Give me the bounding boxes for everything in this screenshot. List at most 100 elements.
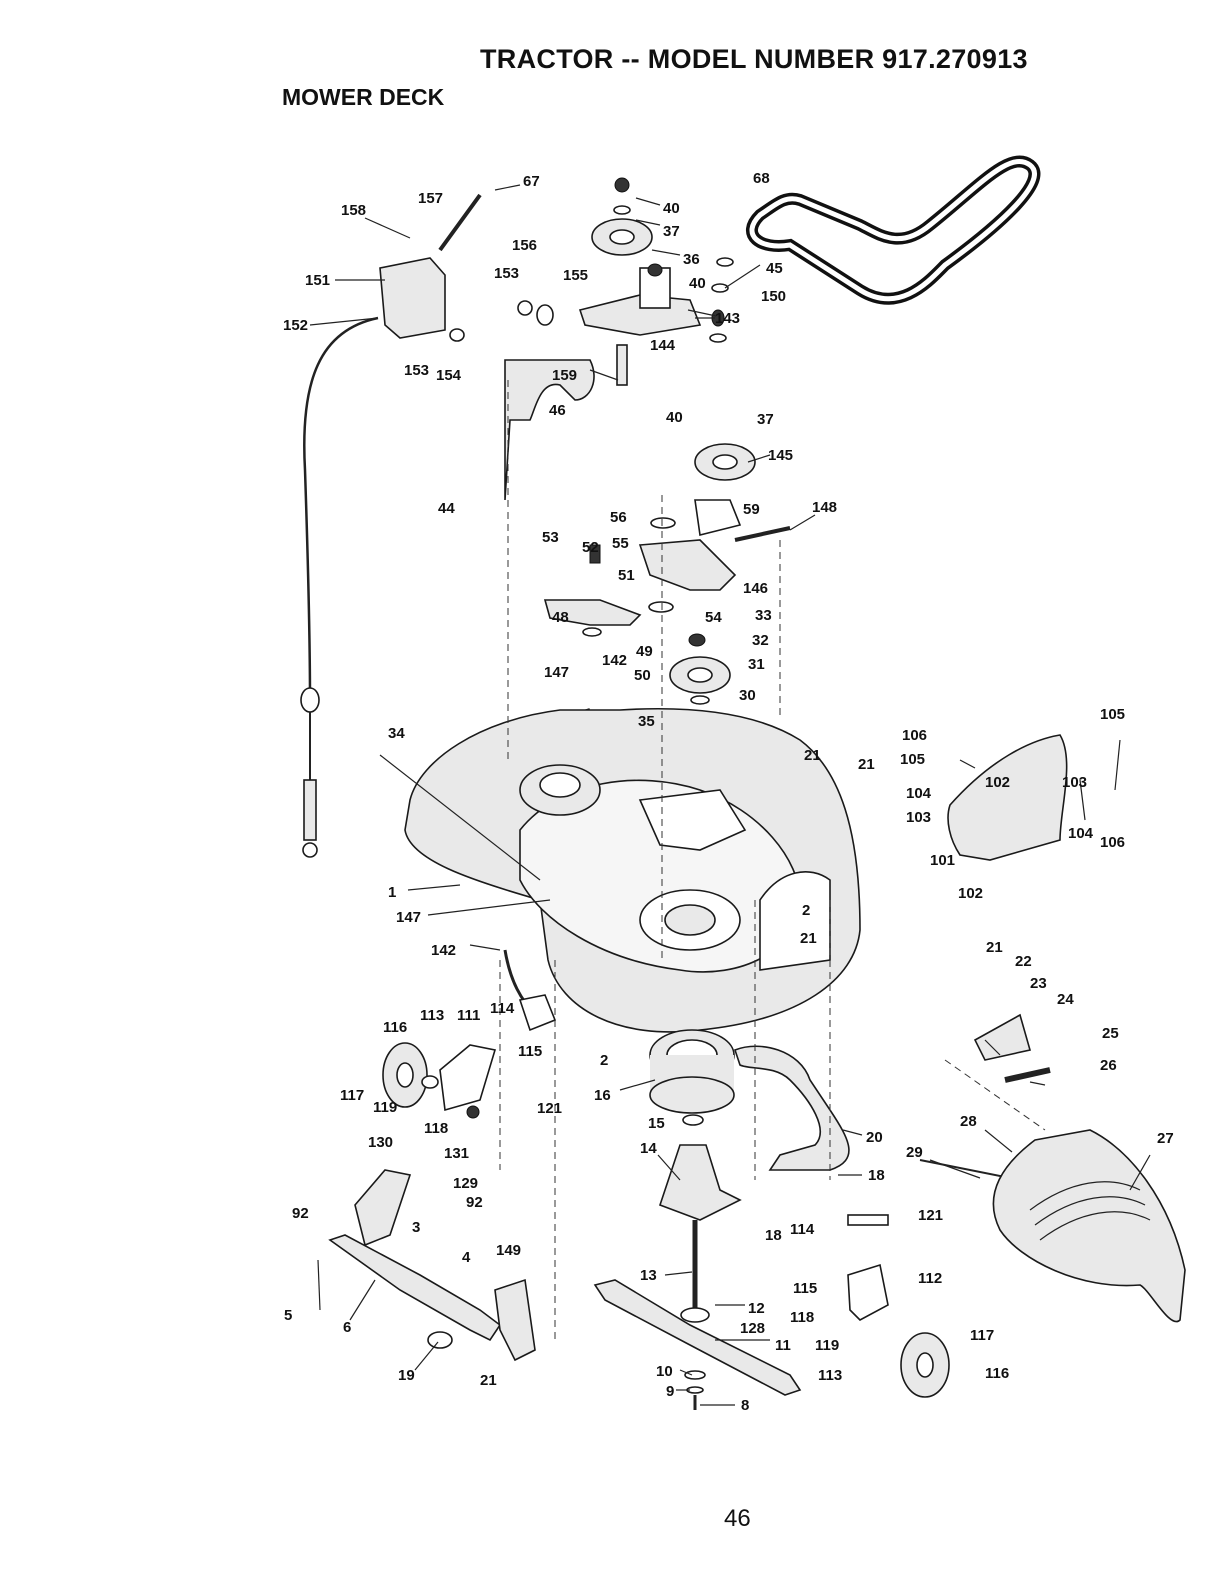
callout: 121 [537, 1100, 562, 1117]
callout: 118 [424, 1120, 448, 1137]
callout: 21 [986, 939, 1003, 956]
callout: 40 [689, 275, 706, 292]
callout: 147 [544, 664, 569, 681]
callout: 106 [1100, 834, 1125, 851]
callout: 12 [748, 1300, 765, 1317]
callout: 18 [868, 1167, 885, 1184]
baffle [734, 1045, 850, 1171]
callout: 128 [740, 1320, 765, 1337]
mower-blade [593, 1279, 802, 1396]
callout: 18 [765, 1227, 782, 1244]
callout: 105 [900, 751, 925, 768]
callout: 1 [388, 884, 396, 901]
callout: 5 [284, 1307, 292, 1324]
callout: 116 [383, 1019, 407, 1036]
callout: 51 [618, 567, 635, 584]
callout: 54 [705, 609, 722, 626]
callout: 92 [292, 1205, 309, 1222]
callout: 150 [761, 288, 786, 305]
callout: 3 [412, 1219, 420, 1236]
callout-labels: 1 2 2 3 4 5 6 8 9 10 11 12 13 14 15 16 1… [283, 170, 1174, 1414]
belt-guard [504, 359, 595, 501]
callout: 142 [602, 652, 627, 669]
callout: 45 [766, 260, 783, 277]
callout: 10 [656, 1363, 673, 1380]
callout: 104 [906, 785, 932, 802]
callout: 4 [462, 1249, 471, 1266]
callout: 155 [563, 267, 588, 284]
callout: 142 [431, 942, 456, 959]
callout: 154 [436, 367, 462, 384]
callout: 115 [793, 1280, 817, 1297]
callout: 22 [1015, 953, 1032, 970]
callout: 14 [640, 1140, 657, 1157]
callout: 145 [768, 447, 793, 464]
callout: 149 [496, 1242, 521, 1259]
callout: 102 [985, 774, 1010, 791]
callout: 2 [802, 902, 810, 919]
callout: 53 [542, 529, 559, 546]
callout: 112 [918, 1270, 942, 1287]
callout: 151 [305, 272, 330, 289]
callout: 24 [1057, 991, 1074, 1008]
callout: 152 [283, 317, 308, 334]
callout: 113 [818, 1367, 842, 1384]
callout: 48 [552, 609, 569, 626]
idler-bracket [638, 539, 737, 591]
callout: 59 [743, 501, 760, 518]
callout: 35 [638, 713, 655, 730]
callout: 131 [444, 1145, 469, 1162]
callout: 159 [552, 367, 577, 384]
discharge-deflector [947, 734, 1068, 861]
callout: 11 [775, 1337, 791, 1354]
callout: 117 [970, 1327, 994, 1344]
callout: 55 [612, 535, 629, 552]
callout: 119 [815, 1337, 839, 1354]
callout: 104 [1068, 825, 1094, 842]
page-number: 46 [724, 1505, 751, 1532]
callout: 33 [755, 607, 772, 624]
callout: 143 [715, 310, 740, 327]
callout: 156 [512, 237, 537, 254]
callout: 28 [960, 1113, 977, 1130]
callout: 25 [1102, 1025, 1119, 1042]
callout: 114 [490, 1000, 515, 1017]
control-cable [303, 316, 379, 701]
callout: 119 [373, 1099, 397, 1116]
callout: 148 [812, 499, 837, 516]
callout: 37 [757, 411, 774, 428]
callout: 21 [804, 747, 821, 764]
callout: 15 [648, 1115, 665, 1132]
callout: 114 [790, 1221, 815, 1238]
callout: 44 [438, 500, 455, 517]
callout: 31 [748, 656, 765, 673]
callout: 20 [866, 1129, 883, 1146]
callout: 32 [752, 632, 769, 649]
callout: 146 [743, 580, 768, 597]
leader-lines [309, 184, 1151, 1406]
callout: 101 [930, 852, 955, 869]
callout: 121 [918, 1207, 943, 1224]
callout: 52 [582, 539, 599, 556]
callout: 21 [858, 756, 875, 773]
page-title: TRACTOR -- MODEL NUMBER 917.270913 [480, 44, 1028, 74]
callout: 130 [368, 1134, 393, 1151]
callout: 106 [902, 727, 927, 744]
callout: 92 [466, 1194, 483, 1211]
callout: 116 [985, 1365, 1009, 1382]
callout: 29 [906, 1144, 923, 1161]
spindle-housing [658, 1144, 742, 1221]
callout: 103 [1062, 774, 1087, 791]
callout: 67 [523, 173, 540, 190]
callout: 27 [1157, 1130, 1174, 1147]
callout: 105 [1100, 706, 1125, 723]
callout: 6 [343, 1319, 351, 1336]
callout: 56 [610, 509, 627, 526]
callout: 21 [480, 1372, 497, 1389]
callout: 158 [341, 202, 366, 219]
section-title: MOWER DECK [282, 84, 445, 110]
callout: 115 [518, 1043, 542, 1060]
callout: 157 [418, 190, 443, 207]
callout: 30 [739, 687, 756, 704]
